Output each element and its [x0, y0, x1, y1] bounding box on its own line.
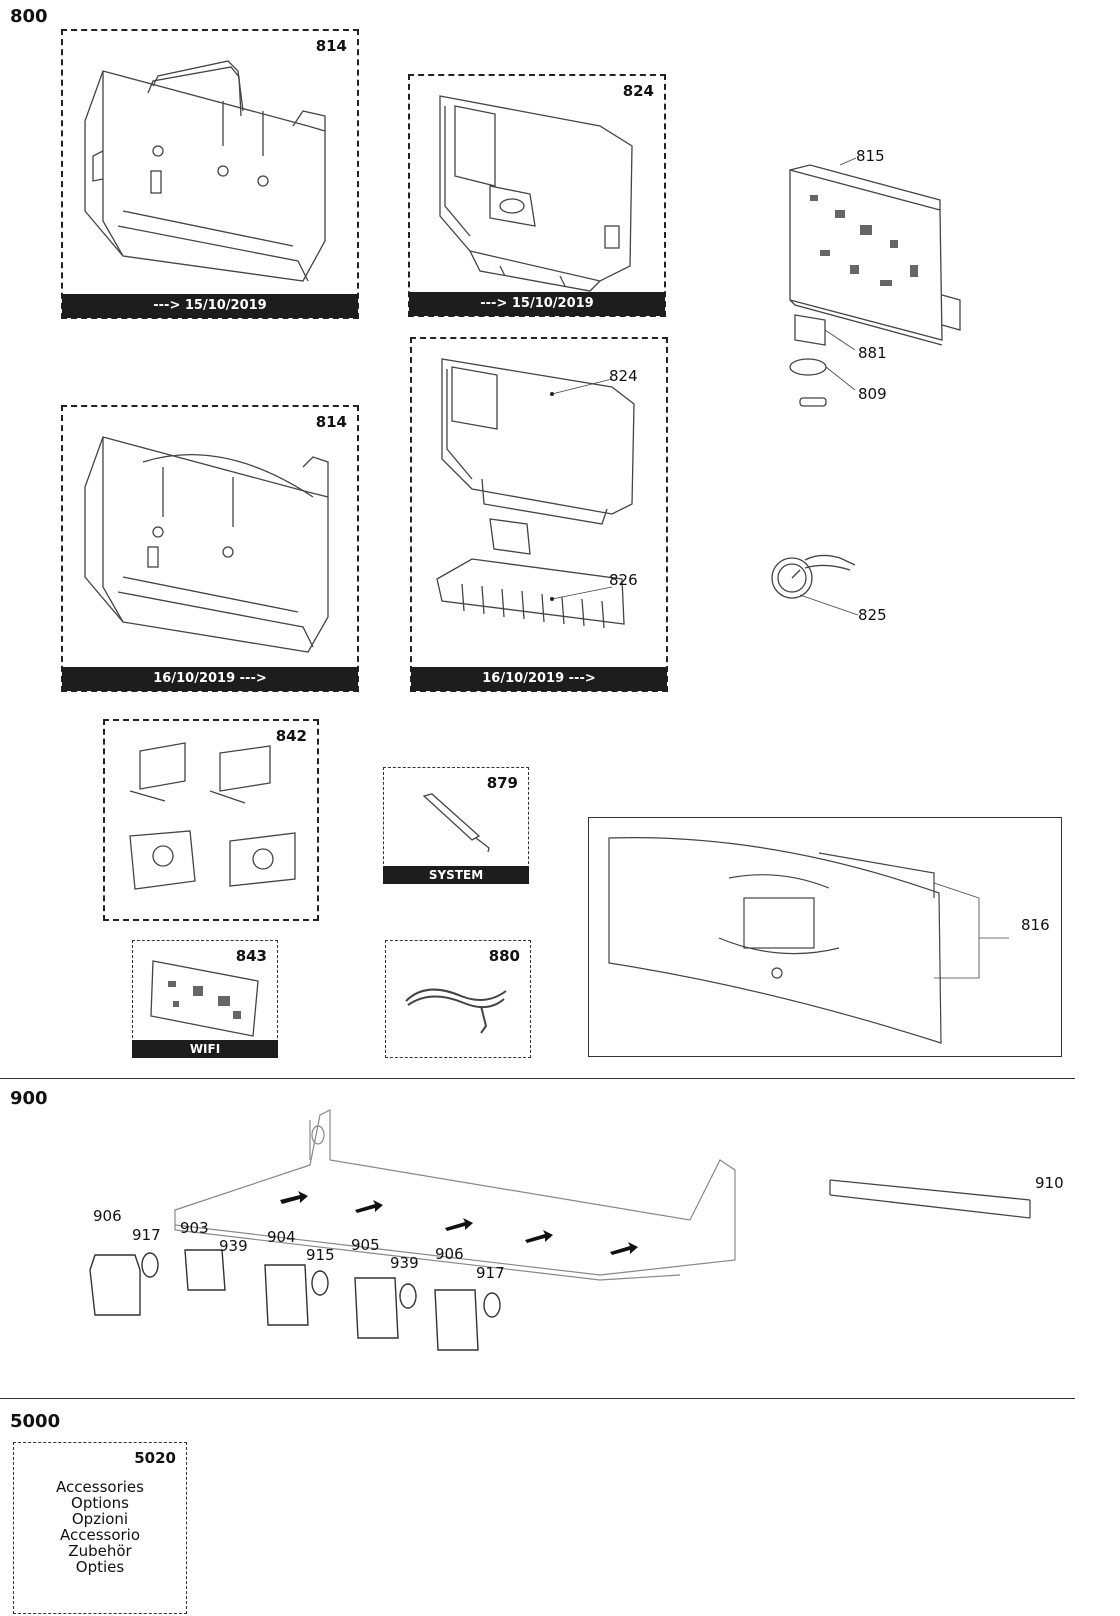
box-824-upper: 824 ---> 15/10/2019 — [408, 74, 666, 317]
pcb-815-drawing — [789, 157, 961, 407]
cover-824-drawing — [439, 95, 633, 292]
callout-824: 824 — [609, 367, 638, 385]
frame-814-drawing — [84, 60, 326, 282]
valve-assembly-drawing — [89, 1109, 1031, 1351]
section-5000-heading: 5000 — [10, 1411, 61, 1432]
frame-814-drawing — [84, 436, 329, 653]
callout-906: 906 — [435, 1245, 464, 1263]
callout-910: 910 — [1035, 1174, 1064, 1192]
callout-939: 939 — [219, 1237, 248, 1255]
callout-826: 826 — [609, 571, 638, 589]
box-880: 880 — [385, 940, 531, 1058]
callout-905: 905 — [351, 1236, 380, 1254]
accessories-label: Opzioni — [71, 1510, 129, 1528]
accessories-label: Accessories — [56, 1478, 144, 1496]
accessories-label-list: Accessories Options Opzioni Accessorio Z… — [14, 1479, 186, 1575]
callout-881: 881 — [858, 344, 887, 362]
label-bar: SYSTEM — [383, 866, 529, 884]
section-900-heading: 900 — [10, 1088, 48, 1109]
box-824-826-lower: 824 826 16/10/2019 ---> — [410, 337, 668, 692]
part-number: 814 — [315, 37, 347, 55]
box-5020: 5020 Accessories Options Opzioni Accesso… — [13, 1442, 187, 1614]
label-bar: WIFI — [132, 1040, 278, 1058]
callout-906: 906 — [93, 1207, 122, 1225]
callout-903: 903 — [180, 1219, 209, 1237]
accessories-label: Opties — [75, 1558, 125, 1576]
date-bar: ---> 15/10/2019 — [62, 294, 358, 318]
part-number: 843 — [235, 947, 267, 965]
accessories-label: Zubehör — [68, 1542, 132, 1560]
clips-842-drawing — [129, 742, 296, 890]
section-divider — [0, 1078, 1075, 1079]
part-number: 880 — [488, 947, 520, 965]
wifi-board-843-drawing — [150, 960, 259, 1037]
date-bar: ---> 15/10/2019 — [409, 292, 665, 316]
tool-879-drawing — [422, 793, 490, 853]
accessories-label: Options — [71, 1494, 129, 1512]
box-843: 843 WIFI — [132, 940, 278, 1058]
date-bar: 16/10/2019 ---> — [411, 667, 667, 691]
callout-939: 939 — [390, 1254, 419, 1272]
pressure-gauge-drawing — [771, 554, 859, 616]
box-842: 842 — [103, 719, 319, 921]
part-number: 842 — [275, 727, 307, 745]
date-bar: 16/10/2019 ---> — [62, 667, 358, 691]
callout-815: 815 — [856, 147, 885, 165]
callout-825: 825 — [858, 606, 887, 624]
part-number: 824 — [622, 82, 654, 100]
part-number: 879 — [486, 774, 518, 792]
cable-880-drawing — [405, 988, 507, 1034]
callout-816: 816 — [1021, 916, 1050, 934]
box-879: 879 SYSTEM — [383, 767, 529, 884]
box-816: 816 — [588, 817, 1062, 1057]
control-panel-816-drawing — [608, 837, 1009, 1044]
callout-917: 917 — [132, 1226, 161, 1244]
callout-904: 904 — [267, 1228, 296, 1246]
box-814-lower: 814 16/10/2019 ---> — [61, 405, 359, 692]
accessories-label: Accessorio — [59, 1526, 141, 1544]
callout-917: 917 — [476, 1264, 505, 1282]
section-divider — [0, 1398, 1075, 1399]
cover-824-826-drawing — [436, 358, 635, 629]
callout-915: 915 — [306, 1246, 335, 1264]
callout-809: 809 — [858, 385, 887, 403]
part-number: 5020 — [134, 1449, 176, 1467]
part-number: 814 — [315, 413, 347, 431]
box-814-upper: 814 ---> 15/10/2019 — [61, 29, 359, 319]
section-800-heading: 800 — [10, 6, 48, 27]
